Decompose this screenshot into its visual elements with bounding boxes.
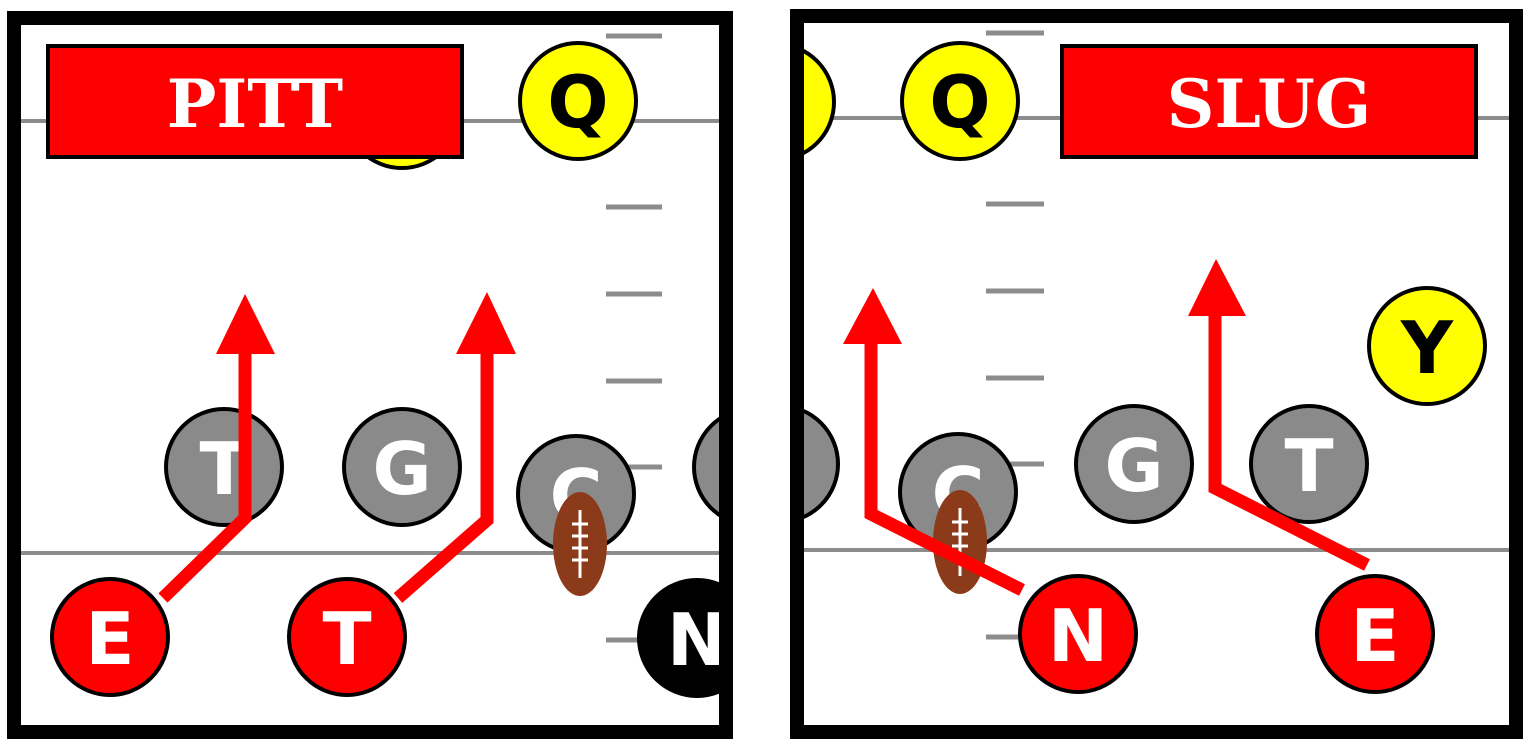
- player-t-label: T: [1284, 424, 1333, 508]
- panel-pitt: Q T G C: [7, 11, 733, 739]
- player-g: G: [342, 407, 462, 527]
- player-n: N: [637, 578, 727, 698]
- player-q-label: Q: [929, 60, 990, 144]
- panel-border-pitt: [7, 11, 733, 739]
- title-banner-slug: SLUG: [1060, 44, 1478, 159]
- player-partial-guard: [797, 406, 840, 522]
- player-e: E: [1315, 574, 1435, 694]
- player-t-defense: T: [287, 577, 407, 697]
- route-arrow-icon: [158, 292, 516, 603]
- player-e-label: E: [85, 597, 134, 681]
- player-n-label: N: [1048, 594, 1108, 678]
- route-arrow-icon: [843, 259, 1370, 596]
- panel-slug: Q Y C G T: [790, 9, 1523, 739]
- football-icon: [553, 492, 607, 596]
- player-t-defense-label: T: [322, 597, 371, 681]
- player-q: Q: [900, 41, 1020, 161]
- player-g: G: [1074, 404, 1194, 524]
- panel-border-slug: [790, 9, 1523, 739]
- player-partial-guard: [692, 412, 726, 522]
- player-g-label: G: [1104, 424, 1163, 508]
- player-y: Y: [1367, 286, 1487, 406]
- title-slug: SLUG: [1167, 65, 1371, 143]
- player-t: T: [1249, 404, 1369, 524]
- title-banner-pitt: PITT: [46, 44, 464, 159]
- player-y-label: Y: [1400, 306, 1454, 390]
- player-n: N: [1018, 574, 1138, 694]
- football-icon: [933, 490, 987, 594]
- player-e: E: [50, 577, 170, 697]
- player-q: Q: [518, 41, 638, 161]
- player-g-label: G: [372, 427, 431, 511]
- player-e-label: E: [1350, 594, 1399, 678]
- title-pitt: PITT: [167, 65, 343, 143]
- player-q-label: Q: [547, 60, 608, 144]
- player-t: T: [164, 407, 284, 527]
- player-partial-back: [797, 45, 836, 159]
- player-n-label: N: [667, 598, 727, 682]
